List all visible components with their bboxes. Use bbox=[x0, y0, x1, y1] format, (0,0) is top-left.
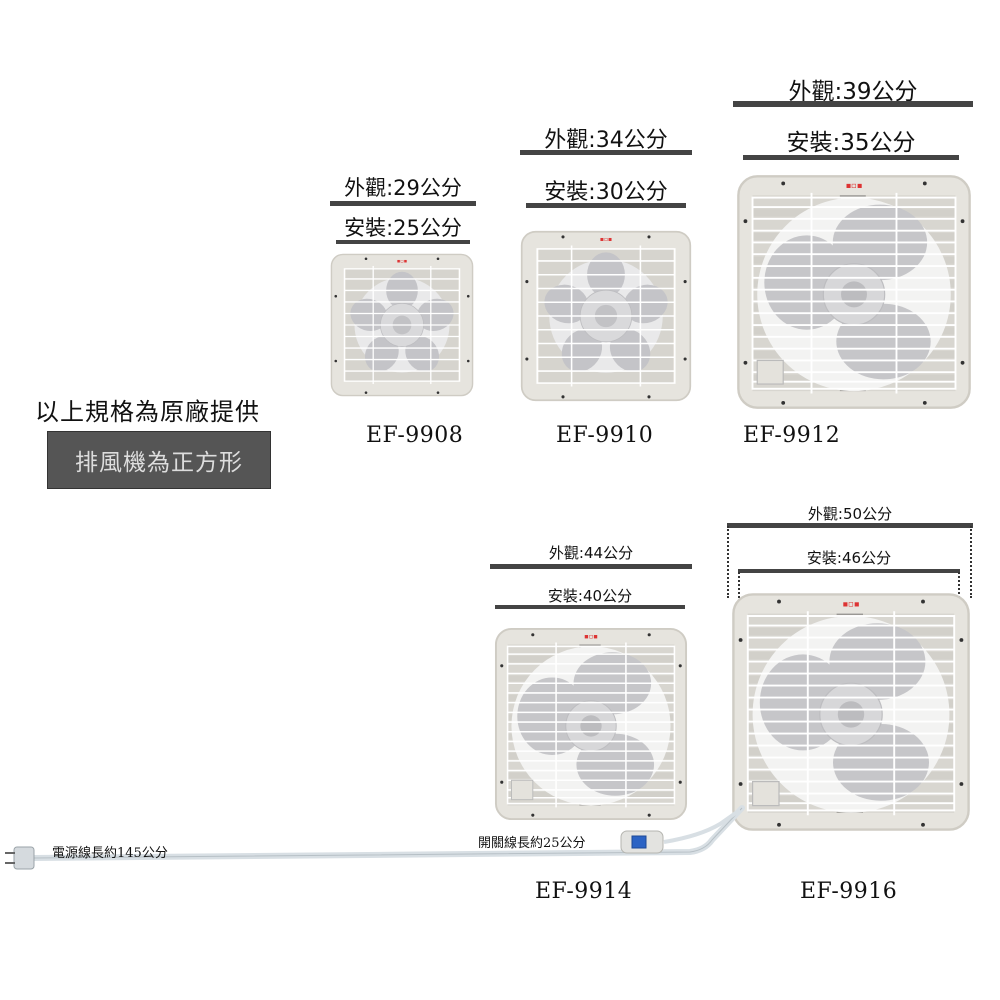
install-size-label-ef9916: 安裝:46公分 bbox=[806, 549, 892, 567]
exhaust-fan-icon bbox=[488, 627, 694, 821]
install-size-bar-ef9910 bbox=[526, 203, 686, 208]
install-size-bar-ef9912 bbox=[743, 155, 959, 160]
power-cord bbox=[31, 805, 745, 861]
switch-cord-length-label: 開關線長約25公分 bbox=[478, 836, 586, 851]
install-size-label-ef9910: 安裝:30公分 bbox=[544, 180, 668, 205]
model-label-ef9914: EF-9914 bbox=[535, 879, 633, 904]
exhaust-fan-icon bbox=[728, 592, 974, 832]
model-label-ef9912: EF-9912 bbox=[743, 423, 841, 448]
install-size-bar-ef9914 bbox=[495, 605, 685, 609]
outer-size-label-ef9914: 外觀:44公分 bbox=[548, 544, 634, 562]
install-size-guide-left bbox=[738, 572, 740, 598]
rocker-switch-icon[interactable] bbox=[620, 828, 666, 856]
exhaust-fan-icon bbox=[330, 250, 474, 400]
power-plug-icon bbox=[5, 846, 35, 870]
outer-size-guide-left bbox=[727, 526, 729, 598]
outer-size-label-ef9916: 外觀:50公分 bbox=[807, 505, 893, 523]
spec-source-note: 以上規格為原廠提供 bbox=[35, 398, 260, 426]
outer-size-label-ef9912: 外觀:39公分 bbox=[788, 79, 918, 105]
outer-size-bar-ef9914 bbox=[490, 564, 692, 569]
install-size-bar-ef9916 bbox=[738, 569, 960, 573]
install-size-label-ef9908: 安裝:25公分 bbox=[344, 216, 462, 240]
install-size-guide-right bbox=[958, 572, 960, 598]
outer-size-bar-ef9908 bbox=[330, 201, 476, 206]
outer-size-bar-ef9916 bbox=[727, 523, 973, 528]
install-size-bar-ef9908 bbox=[336, 240, 470, 244]
install-size-label-ef9914: 安裝:40公分 bbox=[547, 587, 633, 605]
model-label-ef9916: EF-9916 bbox=[800, 879, 898, 904]
outer-size-bar-ef9910 bbox=[520, 150, 692, 155]
square-shape-note: 排風機為正方形 bbox=[47, 431, 271, 489]
install-size-label-ef9912: 安裝:35公分 bbox=[786, 130, 916, 156]
outer-size-guide-right bbox=[970, 526, 972, 598]
outer-size-label-ef9908: 外觀:29公分 bbox=[344, 176, 462, 200]
outer-size-label-ef9910: 外觀:34公分 bbox=[544, 128, 668, 153]
outer-size-bar-ef9912 bbox=[733, 101, 973, 107]
model-label-ef9908: EF-9908 bbox=[366, 423, 464, 448]
power-cord-length-label: 電源線長約145公分 bbox=[52, 846, 168, 861]
exhaust-fan-icon bbox=[733, 174, 975, 410]
exhaust-fan-icon bbox=[520, 229, 692, 403]
model-label-ef9910: EF-9910 bbox=[556, 423, 654, 448]
